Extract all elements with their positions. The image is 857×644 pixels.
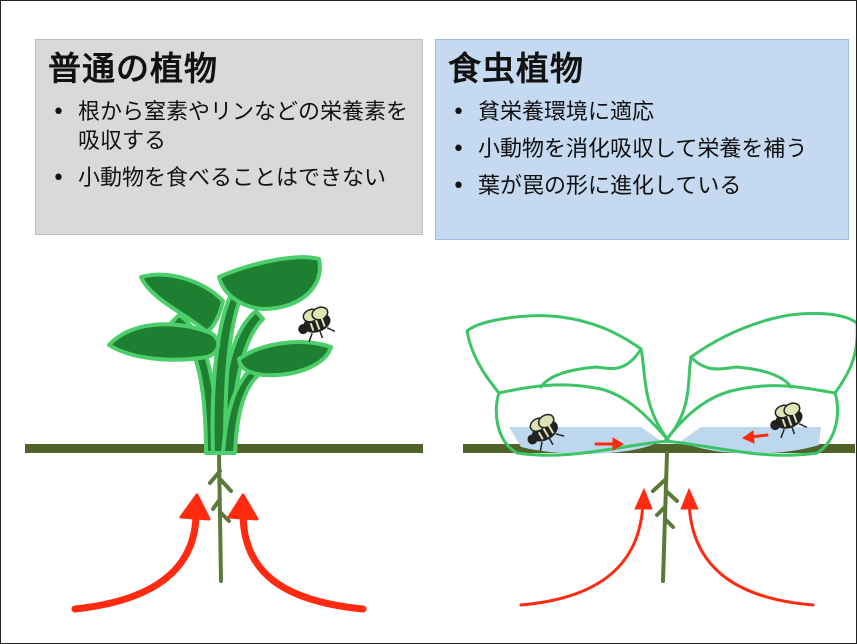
bullet-item: 小動物を消化吸収して栄養を補う [448,135,836,164]
nutrient-arrow [519,499,645,607]
leaf-mid-left [107,322,221,362]
insect-icon [770,402,808,439]
carnivorous-plant-title: 食虫植物 [448,49,584,88]
trap-leaf-left-vein [539,347,643,389]
nutrient-arrow [71,509,200,613]
ordinary-plant-bullets: 根から窒素やリンなどの栄養素を吸収する 小動物を食べることはできない [48,98,410,193]
nutrient-arrow [687,499,815,607]
arrowhead-left-2 [227,493,259,521]
trap-leaf-right-vein [689,355,793,389]
nutrient-arrows-right [519,499,815,607]
leaf-top-left [139,272,225,333]
ordinary-plant-leaves [107,255,333,378]
carnivorous-plant-root [651,451,679,583]
ordinary-plant-root [208,451,233,583]
insect-icon [527,413,565,452]
ordinary-plant-illustration [25,255,423,613]
digestion-arrows [594,430,769,451]
ground-line-right [463,444,855,453]
carnivorous-plant-panel: 食虫植物 貧栄養環境に適応 小動物を消化吸収して栄養を補う 葉が罠の形に進化して… [435,39,849,240]
bullet-item: 葉が罠の形に進化している [448,172,836,201]
carnivorous-plant-bullets: 貧栄養環境に適応 小動物を消化吸収して栄養を補う 葉が罠の形に進化している [448,98,836,201]
trap-leaf-right-inner [663,384,837,443]
trap-leaf-left-inner [497,383,671,443]
bullet-item: 小動物を食べることはできない [48,164,410,193]
nutrient-arrow [239,509,367,613]
trap-leaves [465,311,856,457]
carnivorous-plant-illustration [463,311,856,607]
nutrient-arrows-left [71,509,367,613]
arrowhead-left-1 [179,493,211,521]
leaf-mid-right [237,340,333,378]
bullet-item: 根から窒素やリンなどの栄養素を吸収する [48,98,410,156]
arrowhead-right-1 [634,487,653,510]
bullet-item: 貧栄養環境に適応 [448,98,836,127]
leaf-top-right [217,255,322,311]
ordinary-plant-panel: 普通の植物 根から窒素やリンなどの栄養素を吸収する 小動物を食べることはできない [35,39,423,235]
ordinary-plant-title: 普通の植物 [48,49,218,88]
insect-icon [298,306,336,343]
ordinary-plant-stems [169,289,269,455]
arrowhead-right-2 [680,487,699,510]
